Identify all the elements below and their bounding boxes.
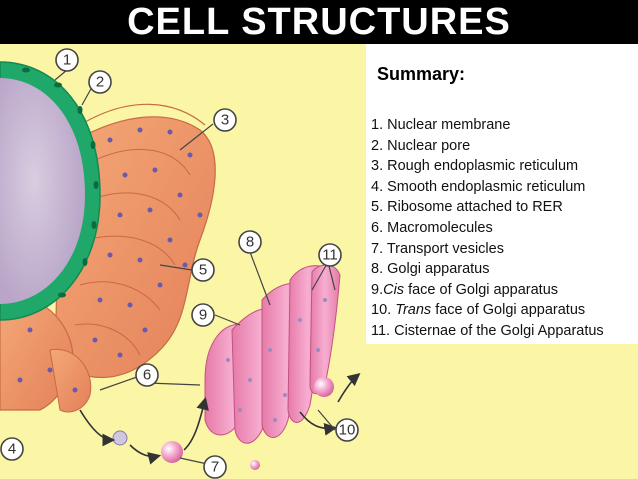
svg-text:7: 7 bbox=[211, 459, 219, 476]
svg-text:11: 11 bbox=[322, 247, 338, 264]
summary-item: 6. Macromolecules bbox=[371, 219, 493, 236]
summary-item: 8. Golgi apparatus bbox=[371, 261, 490, 278]
svg-text:9: 9 bbox=[199, 307, 207, 324]
summary-heading: Summary: bbox=[377, 64, 466, 84]
nucleus bbox=[0, 61, 101, 321]
summary-list: 1. Nuclear membrane 2. Nuclear pore 3. R… bbox=[371, 115, 604, 342]
summary-item: 9.Cis face of Golgi apparatus bbox=[371, 281, 559, 298]
summary-item: 10. Trans face of Golgi apparatus bbox=[371, 302, 586, 319]
callout-10: 10 bbox=[335, 418, 359, 442]
title-bar: CELL STRUCTURES bbox=[0, 0, 638, 44]
callout-5: 5 bbox=[191, 258, 215, 282]
transport-vesicles bbox=[112, 377, 350, 470]
golgi-apparatus bbox=[204, 264, 341, 444]
summary-item: 7. Transport vesicles bbox=[371, 240, 504, 257]
svg-text:5: 5 bbox=[199, 262, 207, 279]
svg-text:2: 2 bbox=[96, 74, 104, 91]
summary-item: 4. Smooth endoplasmic reticulum bbox=[371, 178, 586, 195]
callout-6: 6 bbox=[135, 363, 159, 387]
svg-text:8: 8 bbox=[246, 234, 254, 251]
summary-item: 3. Rough endoplasmic reticulum bbox=[371, 158, 579, 175]
callout-11: 11 bbox=[318, 243, 342, 267]
summary-item: 5. Ribosome attached to RER bbox=[371, 199, 563, 216]
svg-text:4: 4 bbox=[8, 441, 16, 458]
svg-text:6: 6 bbox=[143, 367, 151, 384]
callout-4: 4 bbox=[0, 437, 24, 461]
summary-item: 11. Cisternae of the Golgi Apparatus bbox=[371, 322, 604, 339]
summary-panel bbox=[366, 44, 638, 344]
svg-text:3: 3 bbox=[221, 112, 229, 129]
callout-2: 2 bbox=[88, 70, 112, 94]
summary-item: 2. Nuclear pore bbox=[371, 137, 471, 154]
callout-9: 9 bbox=[191, 303, 215, 327]
svg-text:10: 10 bbox=[339, 422, 356, 439]
page-title: CELL STRUCTURES bbox=[127, 1, 511, 43]
summary-item: 1. Nuclear membrane bbox=[371, 117, 511, 133]
callout-8: 8 bbox=[238, 230, 262, 254]
ribosomes bbox=[17, 127, 203, 393]
cell-diagram: 1 2 3 4 5 6 7 8 9 10 11 bbox=[0, 44, 638, 479]
svg-text:1: 1 bbox=[63, 52, 71, 69]
callout-7: 7 bbox=[203, 455, 227, 479]
callout-3: 3 bbox=[213, 108, 237, 132]
flow-arrows bbox=[79, 372, 361, 465]
callout-1: 1 bbox=[55, 48, 79, 72]
